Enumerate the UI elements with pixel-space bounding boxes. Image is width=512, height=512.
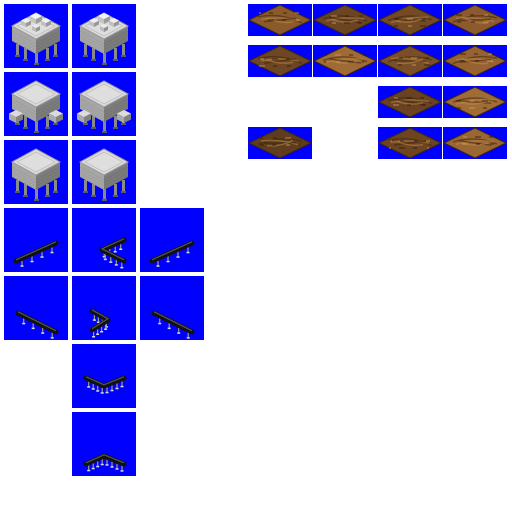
pipe-corner-top	[72, 412, 136, 476]
ground-tile-6	[313, 45, 377, 77]
ground-tile-11	[248, 127, 312, 159]
pipe-straight-se	[4, 276, 68, 340]
pipe-straight-ne	[4, 208, 68, 272]
ground-tile-4	[443, 4, 507, 36]
pipe-corner-bottom	[72, 344, 136, 408]
pipe-corner-left	[72, 208, 136, 272]
building-roof-equipment-b	[72, 4, 136, 68]
ground-tile-7	[378, 45, 442, 77]
building-sheds-a	[4, 72, 68, 136]
pipe-corner-right	[72, 276, 136, 340]
building-plain-a	[4, 140, 68, 204]
ground-tile-1	[248, 4, 312, 36]
building-sheds-b	[72, 72, 136, 136]
ground-tile-13	[443, 127, 507, 159]
ground-tile-10	[443, 86, 507, 118]
building-roof-equipment-a	[4, 4, 68, 68]
ground-tile-8	[443, 45, 507, 77]
pipe-straight-se-2	[140, 276, 204, 340]
ground-tile-12	[378, 127, 442, 159]
ground-tile-2	[313, 4, 377, 36]
ground-tile-3	[378, 4, 442, 36]
ground-tile-9	[378, 86, 442, 118]
ground-tile-5	[248, 45, 312, 77]
building-plain-b	[72, 140, 136, 204]
pipe-straight-ne-2	[140, 208, 204, 272]
